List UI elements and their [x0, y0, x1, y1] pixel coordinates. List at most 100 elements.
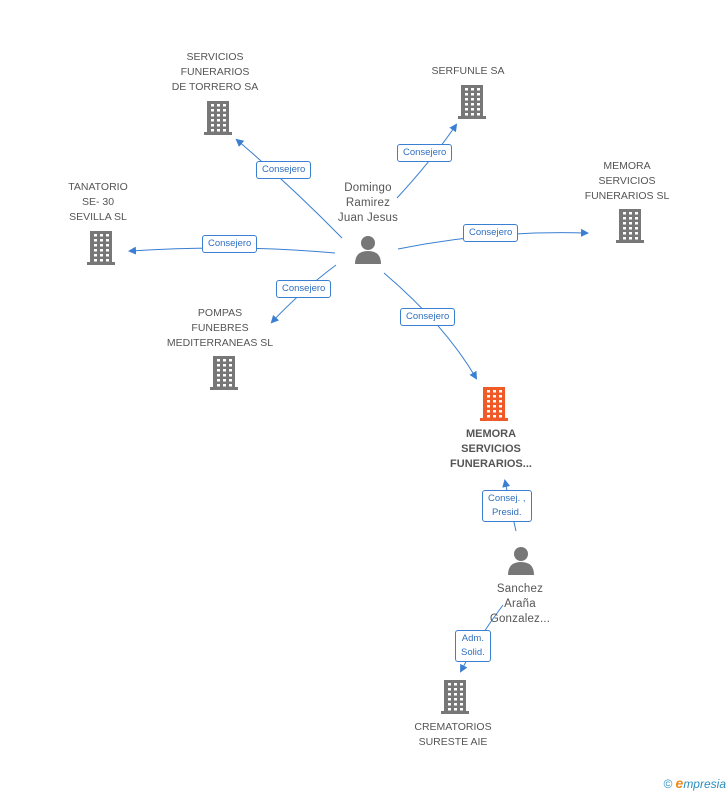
building-window — [448, 693, 451, 696]
building-window — [465, 98, 468, 101]
building-window — [471, 88, 474, 91]
building-window — [629, 222, 632, 225]
relation-label-line: Consejero — [262, 164, 306, 175]
copyright-icon: © — [663, 777, 673, 791]
building-window — [448, 688, 451, 691]
building-window — [487, 405, 490, 408]
building-window — [223, 364, 226, 367]
node-label-line: Juan Jesus — [337, 212, 399, 224]
building-window — [460, 698, 463, 701]
person-icon — [508, 547, 534, 575]
building-window — [629, 237, 632, 240]
building-window — [217, 109, 220, 112]
building-window — [465, 113, 468, 116]
building-window — [487, 410, 490, 413]
building-window — [460, 693, 463, 696]
building-window — [223, 104, 226, 107]
node-label-line: MEMORA — [603, 160, 651, 172]
node-label-line: SERVICIOS — [461, 443, 521, 455]
building-window — [94, 254, 97, 257]
relation-label-adm-solid: Adm.Solid. — [455, 630, 491, 662]
building-window — [217, 369, 220, 372]
building-window — [499, 390, 502, 393]
building-window — [217, 384, 220, 387]
building-window — [100, 234, 103, 237]
building-window — [223, 359, 226, 362]
building-window — [623, 217, 626, 220]
building-window — [223, 129, 226, 132]
relation-label-line: Solid. — [461, 647, 485, 658]
building-window — [106, 249, 109, 252]
building-window — [465, 103, 468, 106]
building-window — [229, 369, 232, 372]
building-window — [106, 244, 109, 247]
building-window — [211, 124, 214, 127]
node-label-line: SURESTE AIE — [418, 736, 488, 748]
building-window — [94, 239, 97, 242]
relation-label-consej-presid: Consej. ,Presid. — [482, 490, 532, 522]
building-window — [493, 415, 496, 418]
building-window — [471, 103, 474, 106]
building-window — [223, 119, 226, 122]
node-label-line: SERVICIOS — [598, 175, 656, 187]
node-label-line: SERFUNLE SA — [431, 65, 505, 77]
building-window — [499, 405, 502, 408]
building-window — [454, 698, 457, 701]
building-window — [229, 364, 232, 367]
building-window — [211, 119, 214, 122]
building-window — [471, 98, 474, 101]
building-window — [100, 254, 103, 257]
node-label-line: Araña — [504, 598, 536, 610]
building-window — [499, 410, 502, 413]
building-window — [100, 249, 103, 252]
node-label-line: Ramirez — [345, 197, 391, 209]
building-window — [223, 374, 226, 377]
building-window — [471, 93, 474, 96]
building-window — [217, 364, 220, 367]
building-window — [629, 217, 632, 220]
building-window — [229, 359, 232, 362]
building-window — [211, 109, 214, 112]
building-window — [629, 212, 632, 215]
company-crematorios-label[interactable]: CREMATORIOS SURESTE AIE — [398, 720, 508, 750]
building-window — [100, 244, 103, 247]
building-window — [217, 359, 220, 362]
building-window — [106, 234, 109, 237]
building-window — [217, 374, 220, 377]
building-window — [448, 698, 451, 701]
building-window — [211, 129, 214, 132]
building-window — [635, 212, 638, 215]
relation-label-torrero: Consejero — [256, 161, 312, 179]
relation-label-line: Consejero — [469, 227, 513, 238]
building-window — [477, 108, 480, 111]
company-serfunle-label[interactable]: SERFUNLE SA — [413, 64, 523, 79]
building-window — [465, 93, 468, 96]
building-window — [629, 227, 632, 230]
building-window — [477, 113, 480, 116]
relation-label-line: Consejero — [208, 238, 252, 249]
building-window — [106, 239, 109, 242]
building-window — [460, 703, 463, 706]
node-label-line: CREMATORIOS — [414, 721, 492, 733]
building-window — [465, 108, 468, 111]
building-window — [448, 683, 451, 686]
building-window — [493, 400, 496, 403]
building-window — [211, 114, 214, 117]
building-window — [477, 103, 480, 106]
relation-label-memora-top: Consejero — [463, 224, 519, 242]
building-window — [454, 708, 457, 711]
building-window — [229, 384, 232, 387]
building-window — [487, 390, 490, 393]
building-window — [499, 400, 502, 403]
building-window — [477, 88, 480, 91]
building-window — [635, 217, 638, 220]
building-window — [229, 374, 232, 377]
